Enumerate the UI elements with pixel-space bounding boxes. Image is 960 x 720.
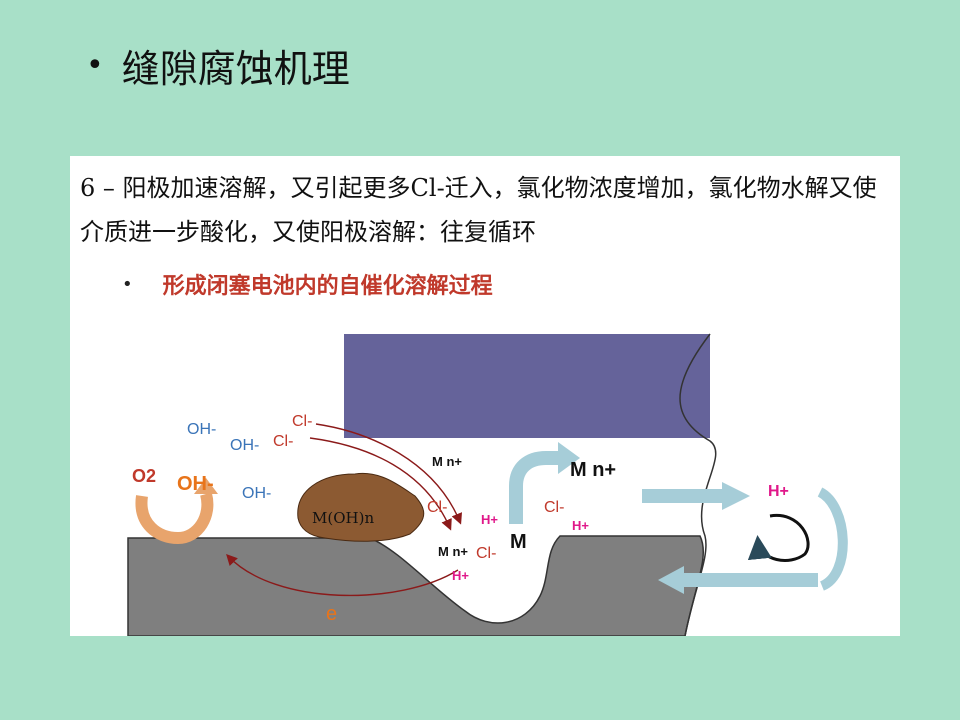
oh-label-1: OH-: [187, 421, 216, 438]
h-label-4: H+: [768, 483, 789, 500]
cl-label-1: Cl-: [292, 413, 312, 430]
diagram-panel: 6 – 阳极加速溶解，又引起更多Cl-迁入，氯化物浓度增加，氯化物水解又使介质进…: [70, 156, 900, 636]
description-text: 6 – 阳极加速溶解，又引起更多Cl-迁入，氯化物浓度增加，氯化物水解又使介质进…: [80, 174, 877, 246]
metal-substrate: [127, 535, 704, 636]
o2-reduction-arrow: [135, 492, 214, 545]
mn-label-crevice: M n+: [438, 544, 468, 559]
mn-label-top: M n+: [432, 454, 462, 469]
oh-label-2: OH-: [230, 437, 259, 454]
cl-migration-arrow-1: [315, 423, 462, 525]
title-text: 缝隙腐蚀机理: [121, 47, 350, 91]
cl-label-5: Cl-: [476, 545, 496, 562]
moh-label: M(OH)n: [312, 509, 374, 527]
moh-deposit: [297, 472, 425, 542]
h-label-1: H+: [481, 512, 498, 527]
h-label-2: H+: [572, 518, 589, 533]
subpoint-text: 形成闭塞电池内的自催化溶解过程: [162, 274, 493, 299]
electron-label: e: [326, 603, 337, 625]
upper-metal-block: [344, 334, 710, 438]
electron-flow-arc: [226, 553, 459, 597]
subpoint: • 形成闭塞电池内的自催化溶解过程: [122, 268, 493, 300]
cl-label-4: Cl-: [544, 499, 564, 516]
oh-big-label: OH-: [177, 473, 214, 495]
oh-label-3: OH-: [242, 485, 271, 502]
cl-label-3: Cl-: [427, 499, 447, 516]
title-bullet: •: [86, 48, 104, 83]
h-label-3: H+: [452, 568, 469, 583]
metal-m-label: M: [510, 531, 527, 553]
crevice-boundary-curve: [679, 333, 717, 636]
autocatalytic-cycle-icon: [747, 514, 810, 562]
subpoint-bullet: •: [122, 273, 133, 295]
mn-label-big: M n+: [570, 459, 616, 481]
cl-label-2: Cl-: [273, 433, 293, 450]
hydrolysis-cycle-arc: [817, 487, 848, 591]
cl-migration-arrow-2: [309, 437, 452, 531]
o2-label: O2: [132, 466, 156, 486]
slide-title: • 缝隙腐蚀机理: [86, 38, 350, 93]
crevice-corrosion-diagram: OH- OH- OH- Cl- Cl- Cl- Cl- Cl- O2 OH- M…: [127, 333, 848, 636]
mn-outflow-arrow: [509, 451, 560, 524]
